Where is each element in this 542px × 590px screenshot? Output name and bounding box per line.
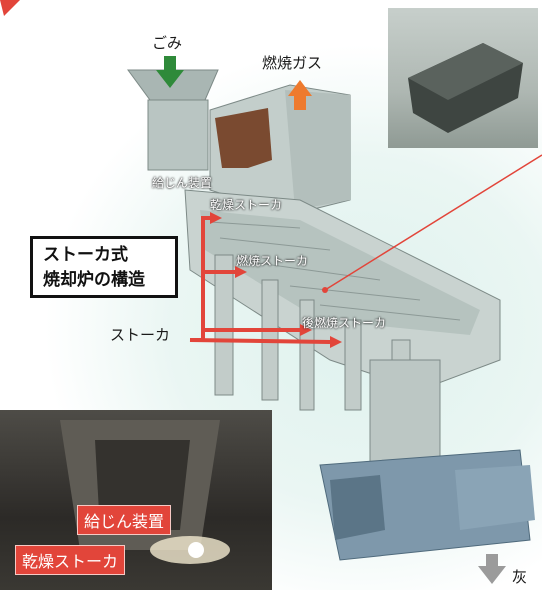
feeder-label: 給じん装置 bbox=[152, 176, 213, 190]
conveyor-window bbox=[330, 475, 385, 540]
gas-duct bbox=[285, 90, 350, 210]
grate-surface bbox=[200, 210, 480, 335]
drying-stoker-label: 乾燥ストーカ bbox=[210, 198, 283, 212]
post-combustion-stoker-label: 後燃焼ストーカ bbox=[302, 316, 387, 330]
title-line-2: 焼却炉の構造 bbox=[43, 270, 145, 290]
gas-arrow bbox=[288, 80, 312, 110]
feeder-plate bbox=[215, 108, 272, 168]
stoker-pointer-heads bbox=[210, 212, 342, 348]
photo-pointer-line bbox=[324, 154, 542, 291]
garbage-label: ごみ bbox=[152, 34, 183, 52]
furnace-interior-photo: 給じん装置 乾燥ストーカ bbox=[0, 410, 272, 590]
stoker-label: ストーカ bbox=[110, 326, 171, 344]
stoker-block-photo bbox=[388, 8, 538, 148]
combustion-stoker-label: 燃焼ストーカ bbox=[236, 254, 309, 268]
photo-tag-feeder: 給じん装置 bbox=[78, 506, 171, 534]
garbage-arrow bbox=[156, 56, 184, 88]
corner-accent bbox=[0, 0, 20, 16]
title-line-1: ストーカ式 bbox=[43, 245, 128, 265]
hopper-chute bbox=[147, 99, 209, 171]
conveyor-end bbox=[455, 465, 535, 530]
ash-label: 灰 bbox=[512, 568, 528, 586]
photo-pointer-dot bbox=[322, 287, 328, 293]
diagram-title: ストーカ式 焼却炉の構造 bbox=[30, 236, 178, 298]
combustion-gas-label: 燃焼ガス bbox=[262, 54, 323, 72]
grate-lines bbox=[209, 221, 461, 321]
ash-chute bbox=[369, 359, 441, 471]
ash-arrow bbox=[478, 554, 506, 584]
photo-tag-drying-stoker: 乾燥ストーカ bbox=[16, 546, 125, 574]
stoker-pointer-lines bbox=[189, 216, 331, 344]
